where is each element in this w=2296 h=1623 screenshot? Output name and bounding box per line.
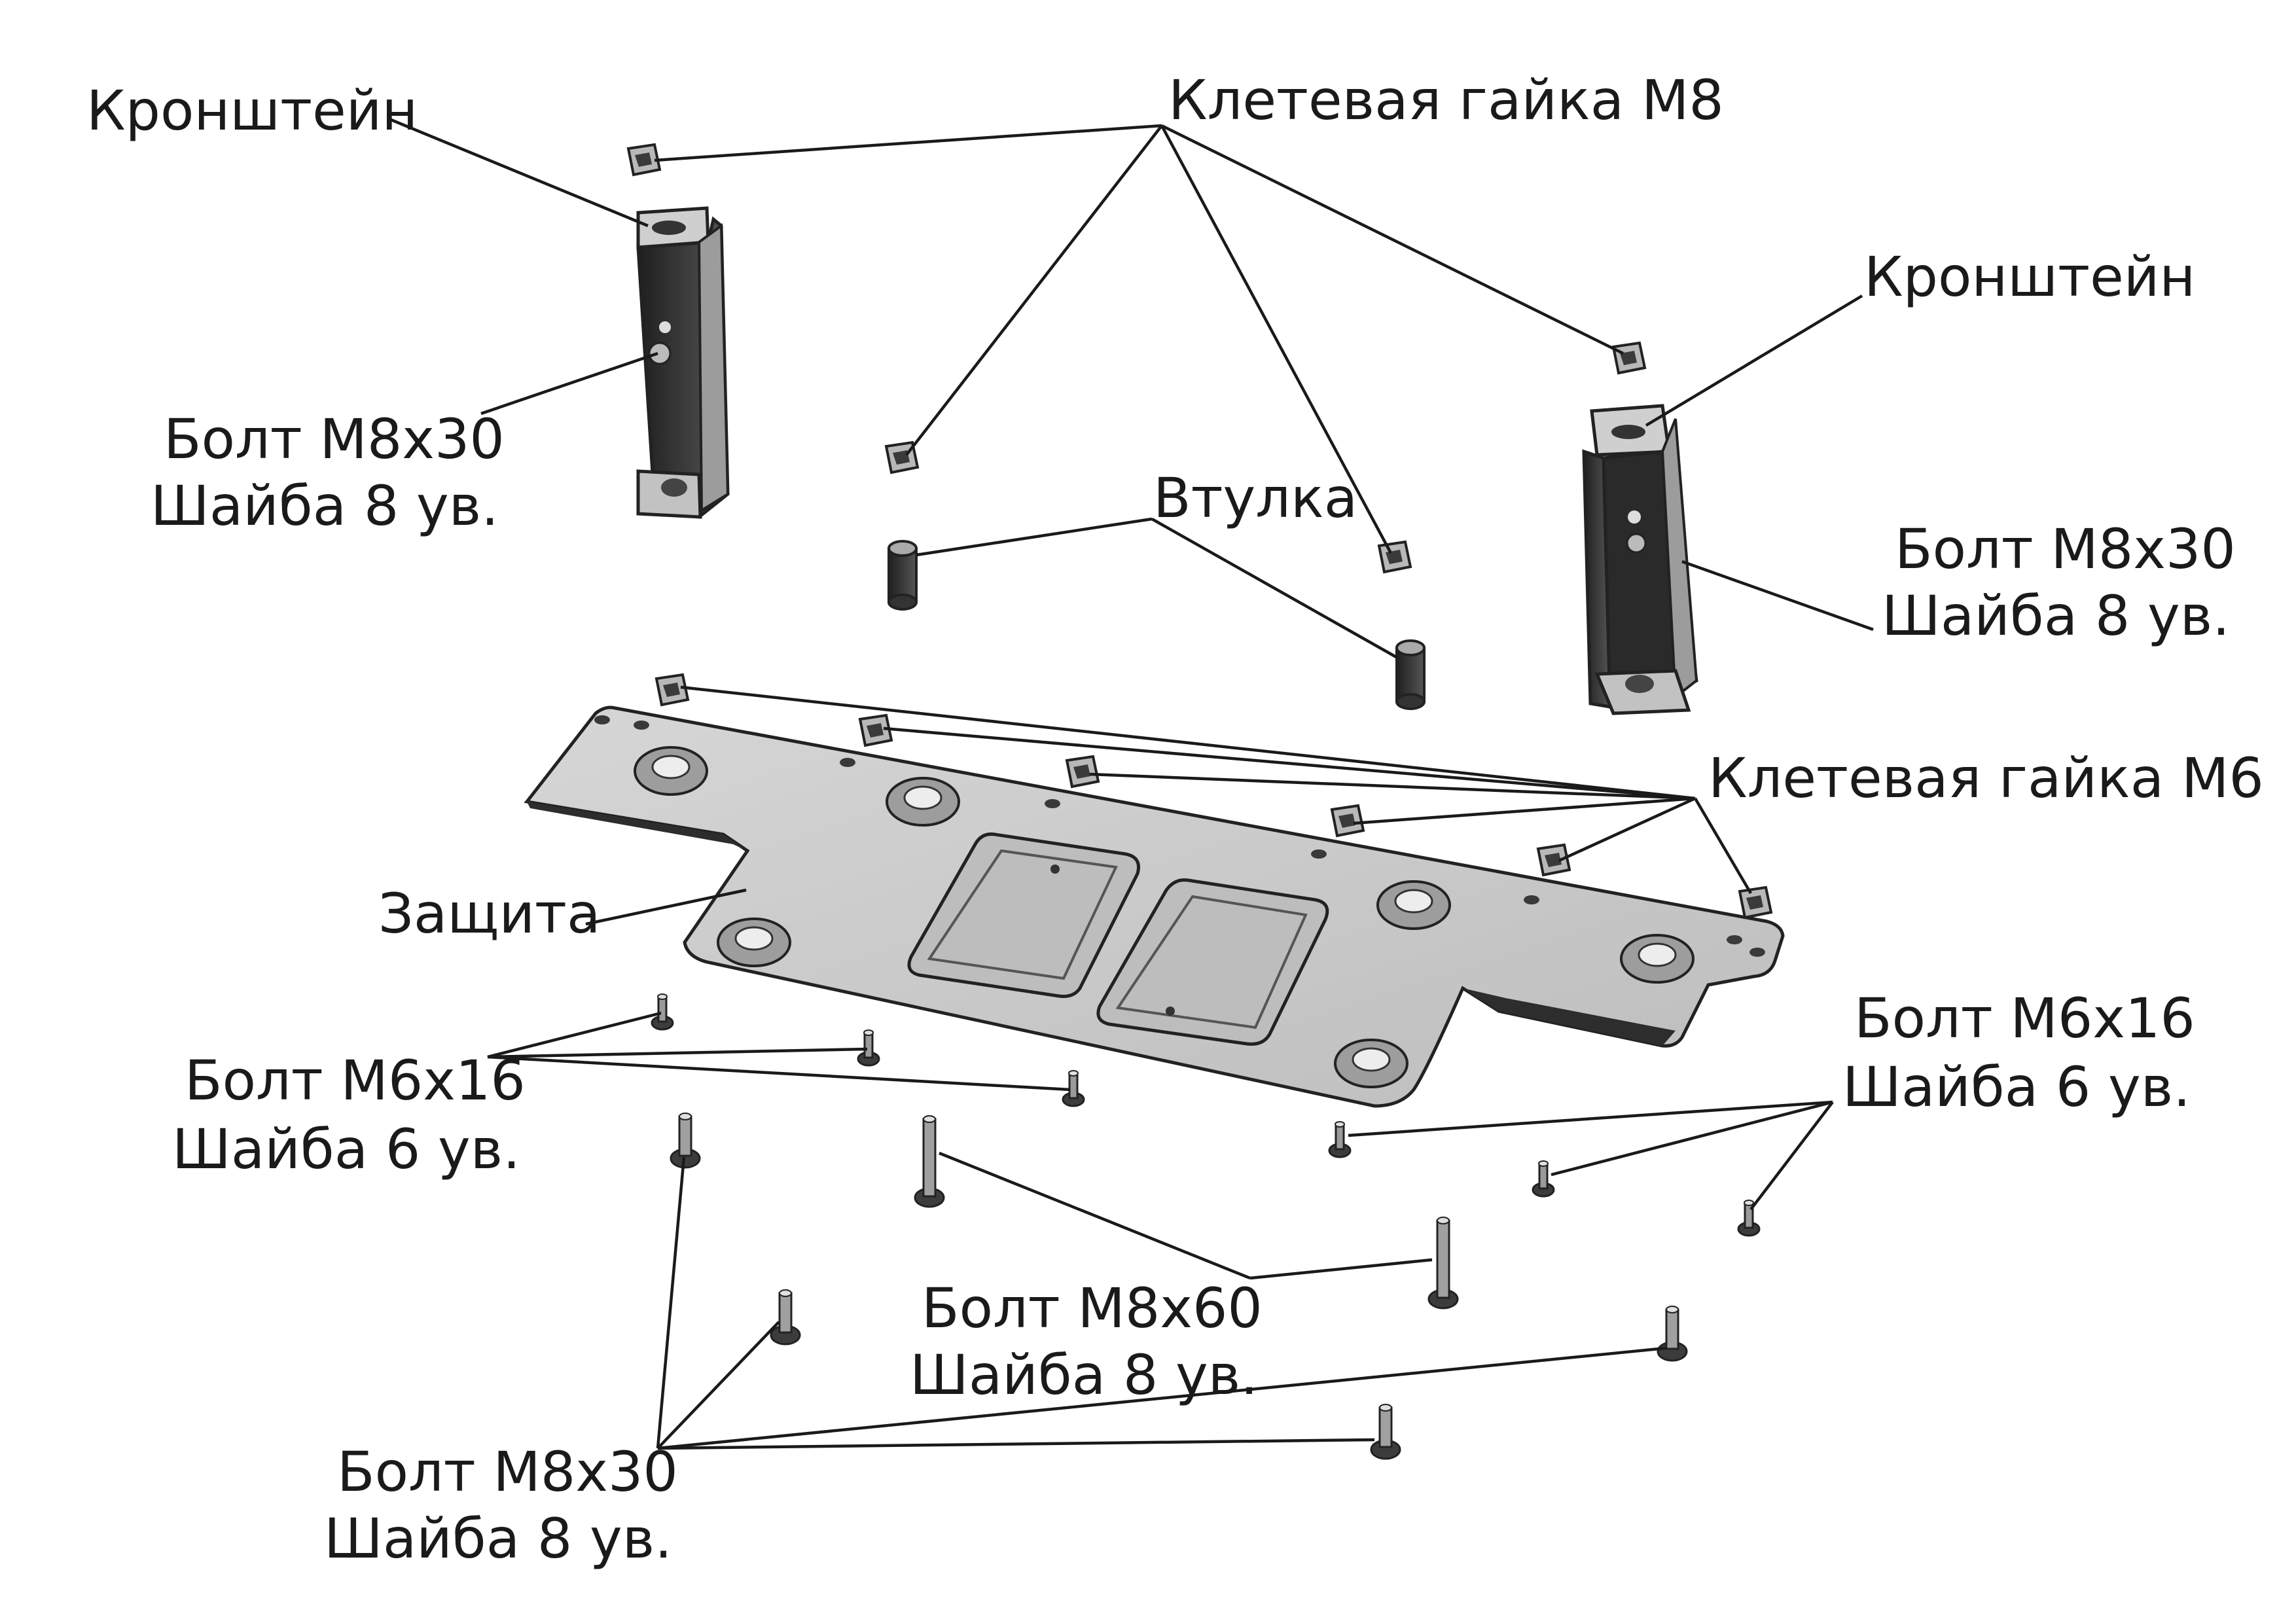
label-bolt-m8x30-right-line2: Шайба 8 ув.: [1882, 584, 2230, 648]
label-cage-nut-m8: Клетевая гайка М8: [1168, 68, 1724, 132]
bolt-m8x30-bottom-1: [670, 1112, 701, 1169]
label-bushing: Втулка: [1153, 466, 1357, 530]
label-bolt-m8x60-line1: Болт М8х60: [922, 1276, 1263, 1340]
label-bolt-m8x30-bottom-line1: Болт М8х30: [337, 1440, 678, 1504]
label-bolt-m6x16-left-line2: Шайба 6 ув.: [172, 1117, 520, 1181]
label-bolt-m8x30-bottom-line2: Шайба 8 ув.: [324, 1507, 672, 1571]
bracket-left: [636, 206, 730, 519]
cage-nut-m6-4: [1331, 804, 1365, 837]
cage-nut-m8-4: [1612, 342, 1646, 374]
cage-nut-m6-6: [1738, 886, 1772, 919]
bolt-m8x30-bottom-3: [1370, 1403, 1401, 1460]
bolt-m8x60-2: [1427, 1216, 1459, 1310]
bracket-right: [1582, 404, 1698, 715]
label-bolt-m6x16-right-line1: Болт М6х16: [1854, 986, 2195, 1050]
bolt-m6x16-6: [1737, 1199, 1761, 1237]
cage-nut-m6-1: [655, 673, 689, 706]
bushing-1: [888, 540, 918, 611]
bolt-m6x16-4: [1328, 1120, 1352, 1158]
bushing-2: [1395, 639, 1426, 710]
label-cage-nut-m6: Клетевая гайка М6: [1708, 746, 2264, 810]
bolt-m8x30-bottom-2: [770, 1289, 801, 1346]
label-bracket-left: Кронштейн: [86, 79, 418, 143]
bolt-m6x16-1: [651, 993, 674, 1031]
cage-nut-m6-3: [1066, 755, 1100, 788]
bolt-m8x60-1: [914, 1115, 945, 1208]
label-bolt-m8x30-right-line1: Болт М8х30: [1895, 517, 2236, 581]
cage-nut-m6-2: [859, 714, 893, 747]
label-bolt-m8x60-line2: Шайба 8 ув.: [910, 1343, 1258, 1407]
guard-plate: [524, 705, 1785, 1108]
label-bolt-m6x16-left-line1: Болт М6х16: [185, 1048, 526, 1113]
label-bolt-m8x30-left-line1: Болт М8х30: [164, 407, 505, 471]
cage-nut-m8-3: [1378, 541, 1412, 573]
label-guard: Защита: [378, 882, 600, 946]
bolt-m8x30-bottom-4: [1657, 1305, 1688, 1362]
leader-lines: [389, 117, 1874, 1450]
label-bracket-right: Кронштейн: [1864, 245, 2195, 309]
label-bolt-m6x16-right-line2: Шайба 6 ув.: [1842, 1055, 2191, 1119]
label-bolt-m8x30-left-line2: Шайба 8 ув.: [151, 474, 499, 538]
cage-nut-m6-5: [1537, 844, 1571, 876]
bolt-m6x16-5: [1532, 1160, 1555, 1198]
